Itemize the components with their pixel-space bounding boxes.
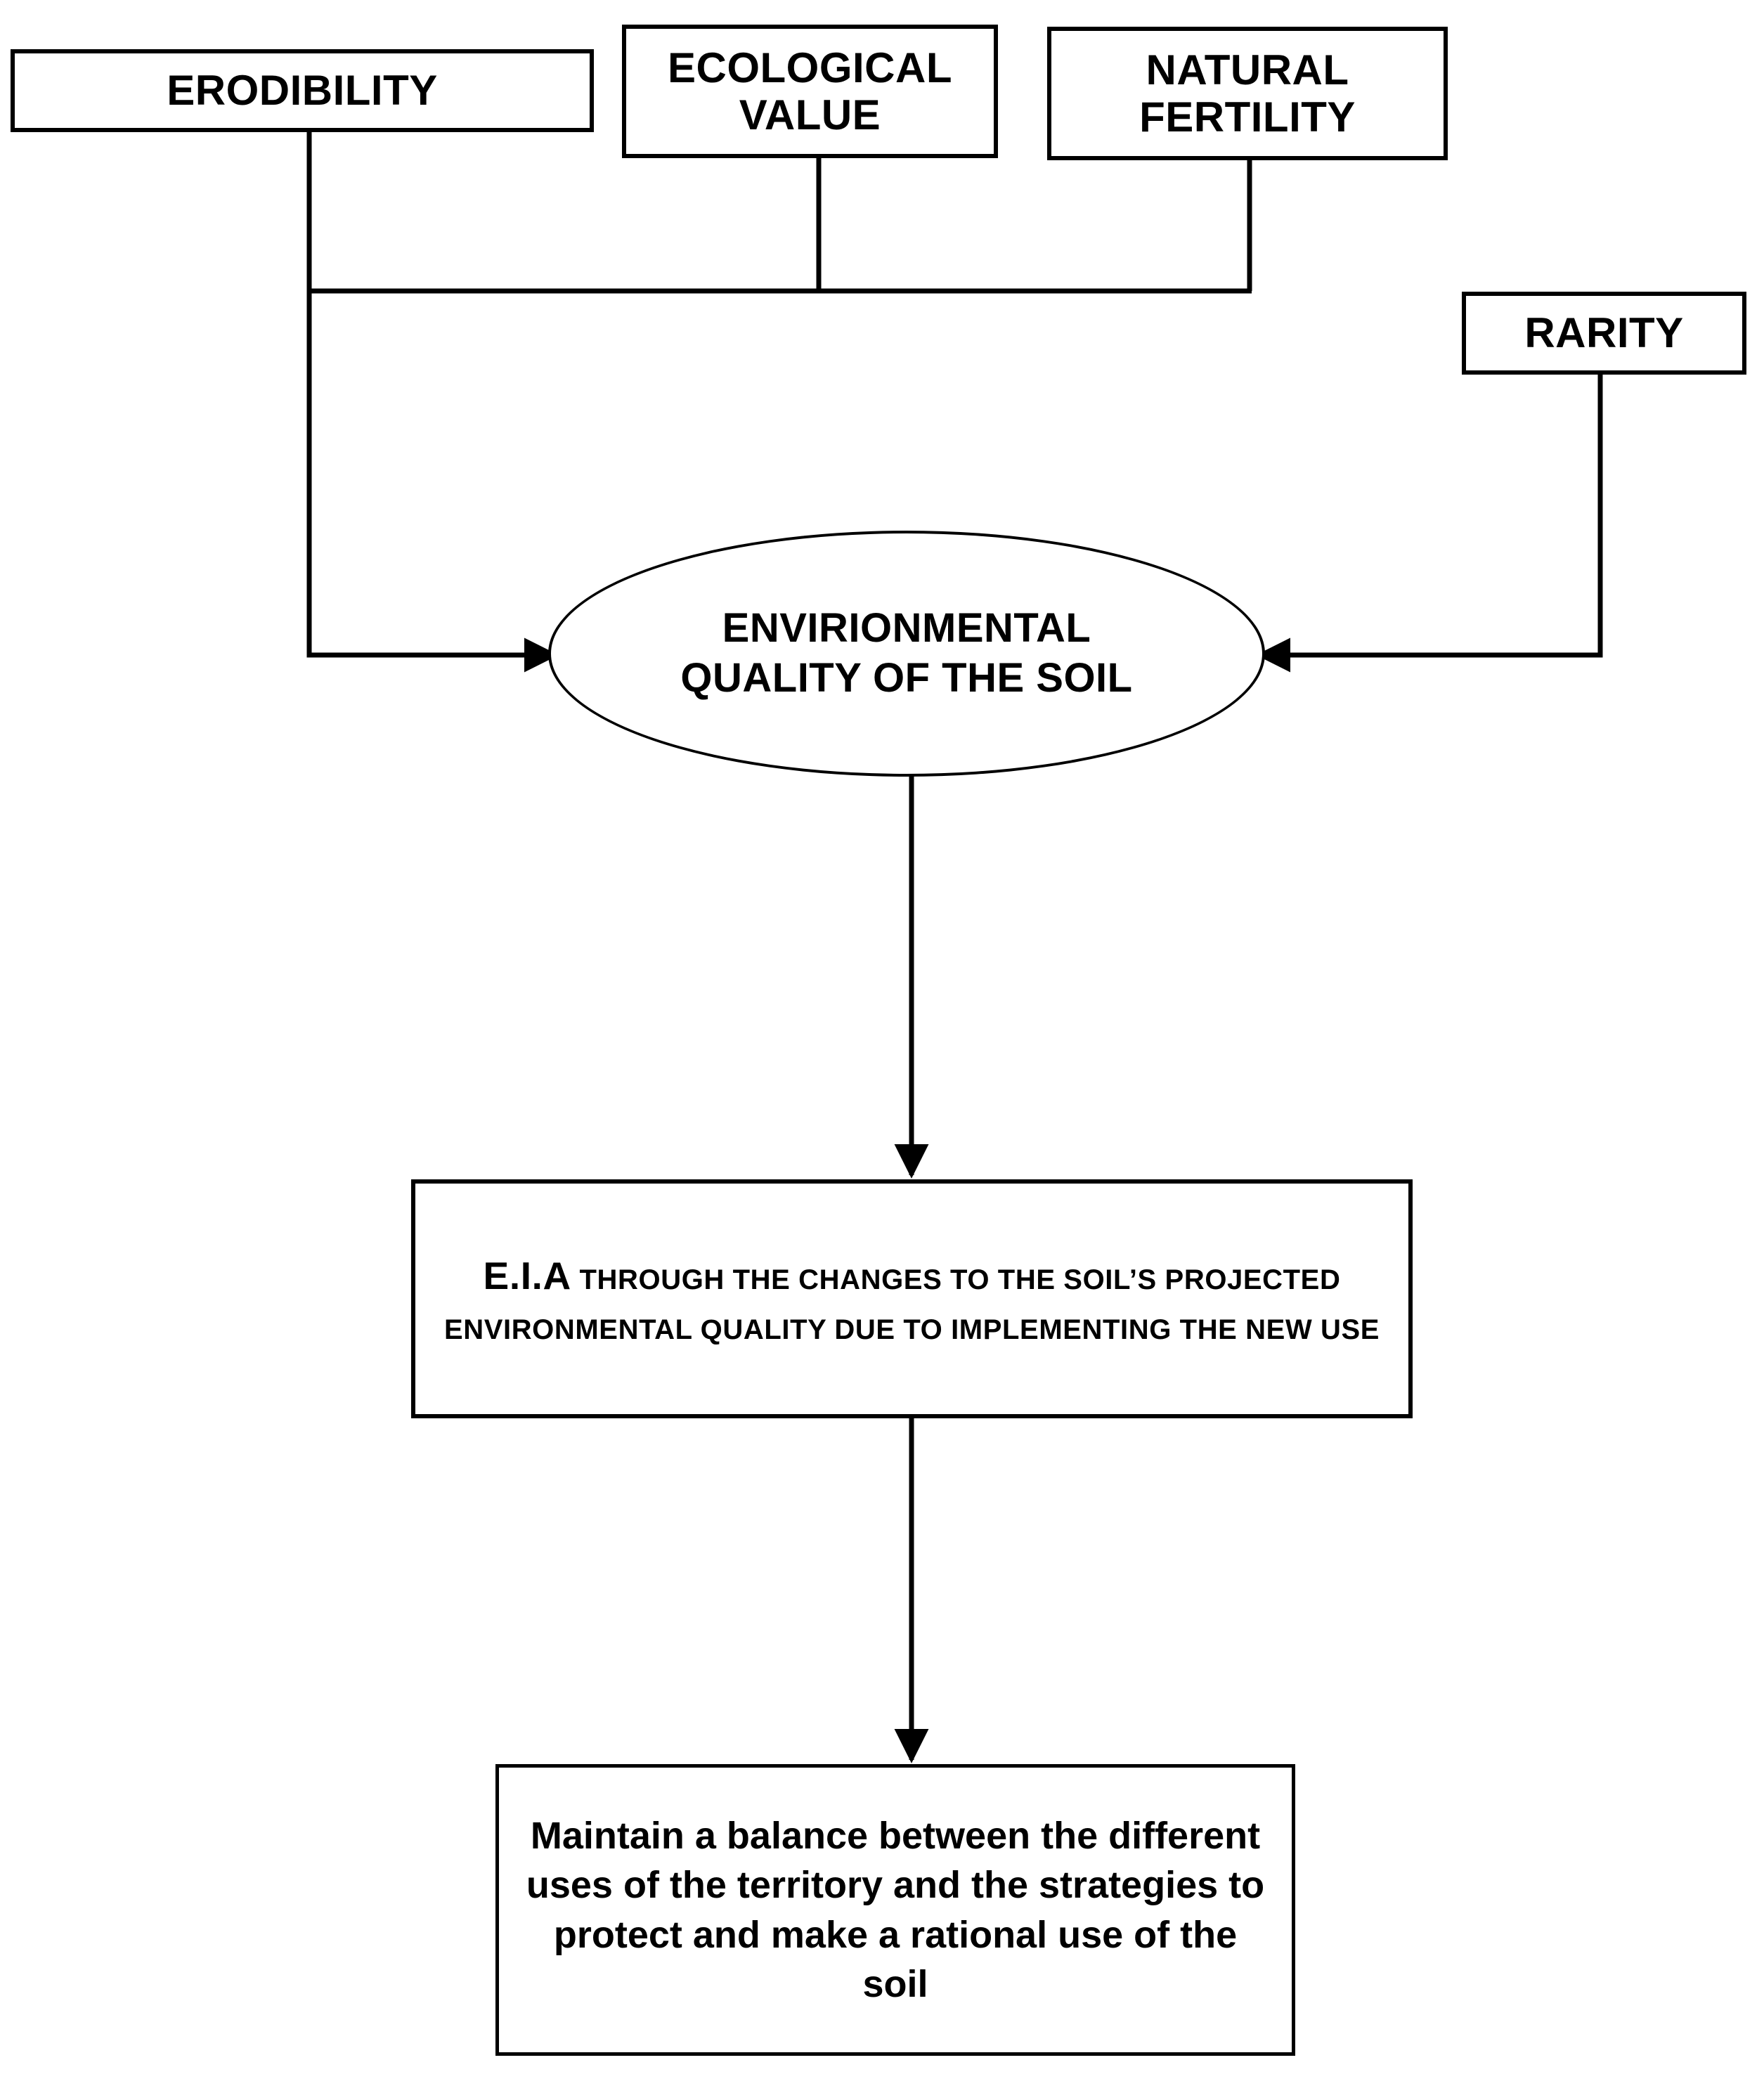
node-eia-text: E.I.A THROUGH THE CHANGES TO THE SOIL’S …	[415, 1245, 1408, 1353]
node-ecological-value-label: ECOLOGICAL VALUE	[668, 44, 952, 138]
edge-rarity-to-ellipse	[1256, 375, 1603, 673]
edge-erodibility-to-ellipse	[306, 132, 559, 673]
node-eia[interactable]: E.I.A THROUGH THE CHANGES TO THE SOIL’S …	[411, 1179, 1413, 1418]
node-eia-abbr: E.I.A	[483, 1254, 571, 1298]
node-erodibility-label: ERODIBILITY	[167, 67, 438, 115]
node-eia-rest: THROUGH THE CHANGES TO THE SOIL’S PROJEC…	[443, 1264, 1380, 1346]
node-natural-fertility[interactable]: NATURAL FERTILITY	[1047, 27, 1448, 160]
node-ellipse-line2: QUALITY OF THE SOIL	[680, 655, 1133, 701]
node-natural-fertility-label: NATURAL FERTILITY	[1139, 46, 1356, 141]
node-erodibility[interactable]: ERODIBILITY	[11, 49, 594, 132]
node-rarity-label: RARITY	[1524, 309, 1684, 357]
node-ellipse-line1: ENVIRIONMENTAL	[722, 605, 1091, 652]
node-rarity[interactable]: RARITY	[1462, 292, 1746, 375]
node-ecological-value[interactable]: ECOLOGICAL VALUE	[622, 25, 998, 158]
node-outcome[interactable]: Maintain a balance between the different…	[495, 1764, 1295, 2056]
node-environmental-quality-ellipse[interactable]: ENVIRIONMENTAL QUALITY OF THE SOIL	[548, 531, 1265, 777]
node-outcome-label: Maintain a balance between the different…	[526, 1815, 1265, 2005]
